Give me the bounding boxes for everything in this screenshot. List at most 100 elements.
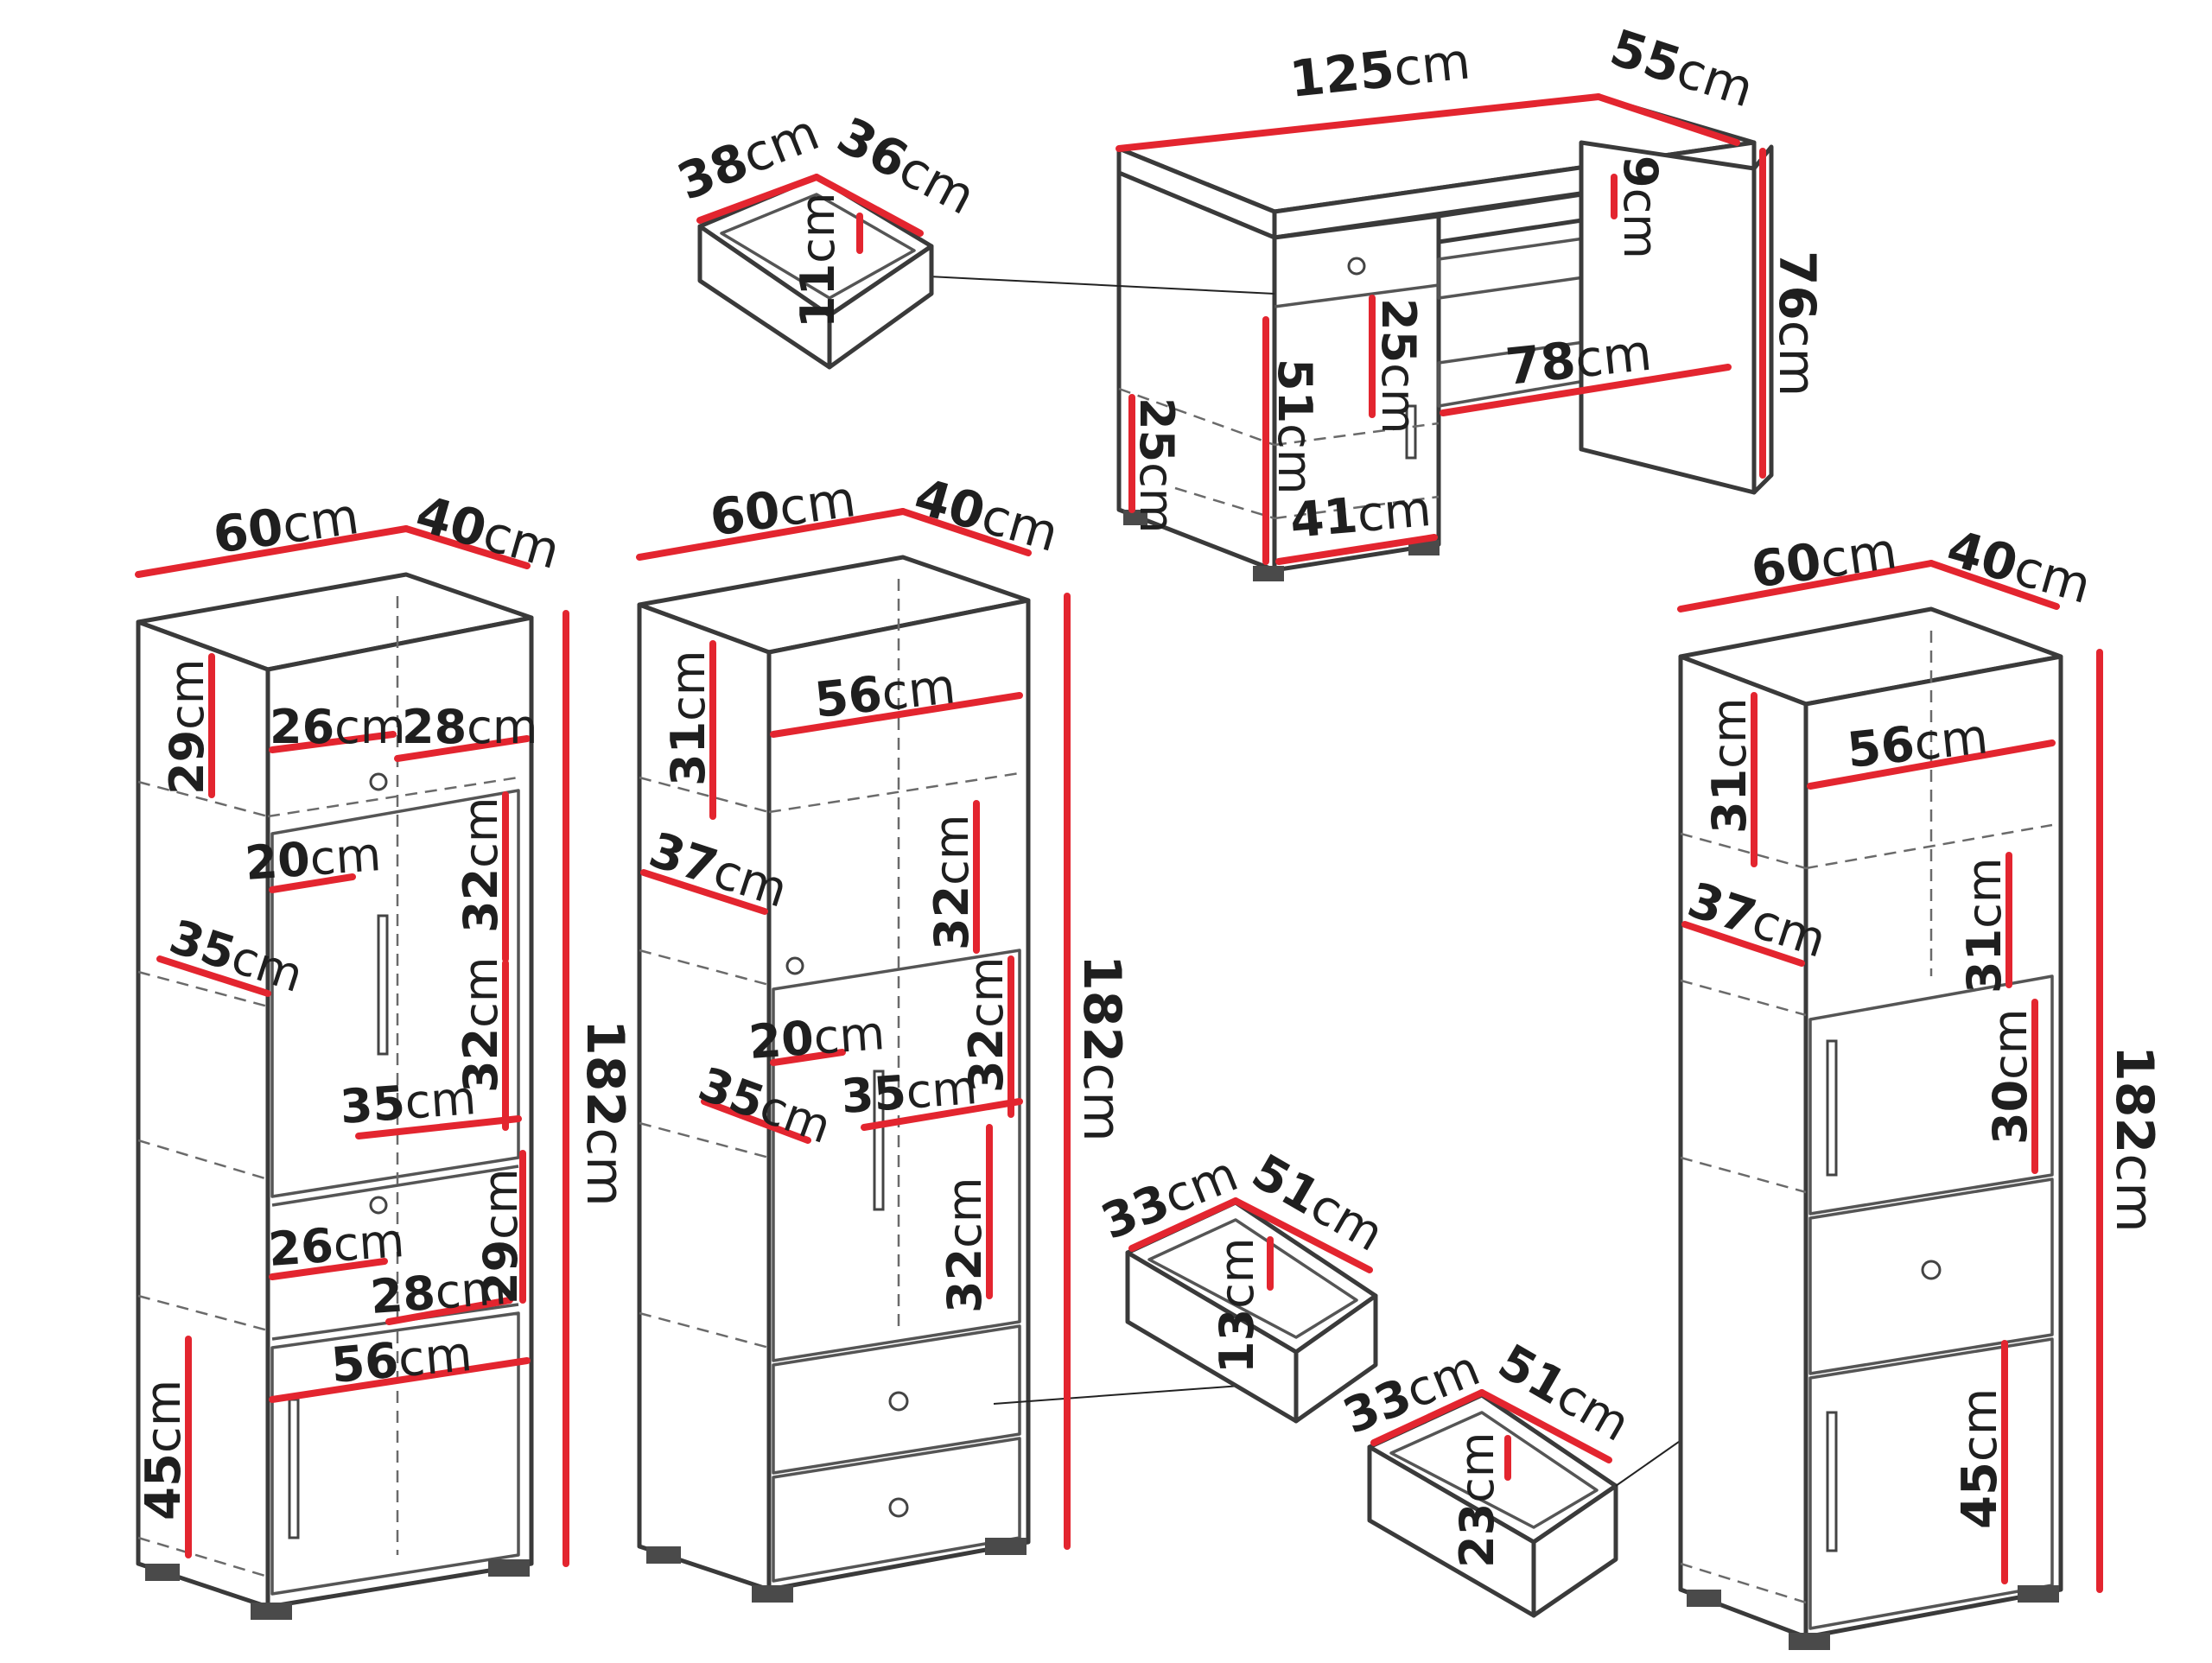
cabinet-right-foot xyxy=(2018,1585,2059,1603)
drawer-36-line xyxy=(813,174,924,237)
drawer13-front-right xyxy=(1294,1293,1378,1424)
cabinet-middle-foot xyxy=(985,1538,1027,1555)
desk-foot xyxy=(1408,540,1440,555)
cm-hidden-3 xyxy=(639,949,770,987)
cm-open-shelf-label: 32cm xyxy=(925,815,979,950)
cl-depth-label: 40cm xyxy=(410,484,566,581)
cabinet-left-front xyxy=(265,615,534,1609)
desk-knee-width-label: 78cm xyxy=(1503,323,1654,397)
cl-base-width-line xyxy=(269,1357,531,1403)
drawer23-height-label: 23cm xyxy=(1450,1432,1504,1568)
cr-hidden xyxy=(1680,832,1807,870)
cabinet-left: 60cm 40cm 182cm 29cm 26cm 28cm 32cm 32cm… xyxy=(135,484,635,1620)
cm-width-line xyxy=(636,508,906,561)
desk-pedestal-width-line xyxy=(1275,534,1438,565)
cr-hidden-5 xyxy=(1680,1562,1807,1604)
cm-inner-depth-right-line xyxy=(861,1098,1023,1131)
drawer23-front-right xyxy=(1531,1483,1618,1618)
cabinet-left-glass-door xyxy=(270,789,520,1198)
cabinet-middle-foot xyxy=(752,1585,793,1603)
cr-height-label: 182cm xyxy=(2104,1045,2164,1233)
cl-inner-depth2-label: 35cm xyxy=(339,1070,478,1134)
cl-width-label: 60cm xyxy=(209,486,362,565)
drawer13-depth-line xyxy=(1232,1197,1373,1273)
cr-door-upper-label: 31cm xyxy=(1957,858,2012,993)
cm-inner-width-line xyxy=(770,692,1023,738)
cl-inner-shelf-line xyxy=(269,873,356,893)
cm-hidden xyxy=(639,776,770,814)
cl-top-open-label: 29cm xyxy=(160,659,214,795)
cl-glass-left-label: 26cm xyxy=(270,700,405,754)
cl-glass-right-line xyxy=(394,735,531,762)
cm-display-label: 32cm xyxy=(959,957,1014,1093)
cr-top-open-label: 31cm xyxy=(1702,698,1757,834)
cl-inner-depth-label: 35cm xyxy=(163,909,309,1003)
cm-height-label: 182cm xyxy=(1071,955,1132,1142)
cabinet-left-foot xyxy=(145,1564,180,1581)
cl-base-door-label: 45cm xyxy=(136,1380,192,1520)
drawer-11-label: 11cm xyxy=(791,193,845,328)
cl-glass-right-label: 28cm xyxy=(402,700,537,754)
cl-inner-depth2-line xyxy=(355,1115,522,1139)
drawer13-inner xyxy=(1147,1218,1358,1339)
cabinet-middle-drawer-knob-2 xyxy=(888,1497,909,1518)
desk-lower-shelf-label: 25cm xyxy=(1129,397,1184,533)
cabinet-right-front xyxy=(1803,654,2063,1640)
desk-drawer-leader xyxy=(928,276,1275,295)
cabinet-middle-glass-door xyxy=(772,949,1021,1362)
cabinet-left-hidden-6 xyxy=(137,1536,269,1578)
cabinet-middle-drawer-knob xyxy=(888,1391,909,1412)
cabinet-middle-knob xyxy=(785,956,804,975)
drawer-38-line xyxy=(696,174,820,224)
cm-inner-width-label: 56cm xyxy=(812,658,958,729)
drawer13-height-label: 13cm xyxy=(1210,1238,1264,1374)
cabinet-right-drawer xyxy=(1808,1177,2054,1375)
cm-lower-display-label: 32cm xyxy=(938,1177,992,1313)
cabinet-left-shelf xyxy=(271,1165,519,1207)
cl-lower-right-line xyxy=(385,1297,513,1325)
cabinet-left-hidden-4 xyxy=(137,1139,269,1181)
drawer23-width-line xyxy=(1370,1389,1485,1446)
drawer23-inner xyxy=(1389,1411,1599,1529)
desk-height-label: 76cm xyxy=(1768,251,1827,397)
cabinet-right-foot xyxy=(1687,1590,1721,1607)
cm-width-label: 60cm xyxy=(706,469,859,548)
cm-shelf-depth-line xyxy=(640,869,768,915)
cl-display-lower-label: 32cm xyxy=(454,957,508,1093)
cabinet-right: 60cm 40cm 182cm 31cm 56cm 37cm 31cm 30cm… xyxy=(1677,518,2164,1650)
desk-drawer-knob xyxy=(1347,257,1366,276)
cabinet-middle-foot xyxy=(646,1546,681,1564)
cabinet-middle-front xyxy=(766,598,1031,1592)
cabinet-right-drawer-knob xyxy=(1921,1260,1942,1280)
desk-hidden-shelf xyxy=(1118,387,1275,447)
cl-glass-left-line xyxy=(269,731,397,753)
cr-hidden-2 xyxy=(1805,823,2053,870)
cm-inner-depth-right-label: 35cm xyxy=(840,1060,979,1124)
drawer-front-right xyxy=(827,244,934,370)
cm-hidden-5 xyxy=(639,1311,770,1349)
desk-drawer-line xyxy=(1274,283,1440,308)
drawer23-depth-line xyxy=(1478,1389,1612,1463)
cabinet-left-door-handle xyxy=(377,914,389,1056)
cabinet-middle-drawer-1 xyxy=(772,1324,1021,1475)
cr-door-lower-label: 30cm xyxy=(1983,1009,2037,1145)
drawer-13-detail: 33cm 51cm 13cm xyxy=(1094,1144,1393,1424)
desk-door-handle xyxy=(1405,404,1417,460)
cr-shelf-depth-label: 37cm xyxy=(1681,872,1833,968)
cr-inner-width-line xyxy=(1807,739,2056,790)
cr-shelf-depth-line xyxy=(1681,921,1805,967)
cabinet-left-knob xyxy=(369,772,388,791)
cl-height-label: 182cm xyxy=(575,1019,635,1207)
cm-inner-shelf-line xyxy=(770,1049,846,1066)
cabinet-middle: 60cm 40cm 182cm 31cm 56cm 37cm 32cm 32cm… xyxy=(636,467,1288,1603)
cabinet-right-base-handle xyxy=(1826,1411,1838,1552)
cr-hidden-4 xyxy=(1680,1156,1807,1194)
cabinet-left-hidden xyxy=(137,780,269,818)
cr-base-door-label: 45cm xyxy=(1952,1388,2008,1529)
desk-pedestal-width-label: 41cm xyxy=(1288,481,1433,549)
cabinet-right-door-handle xyxy=(1826,1039,1838,1177)
desk: 125cm 55cm 76cm 78cm 9cm 25cm 51cm 41cm … xyxy=(928,18,1827,581)
desk-back-panel xyxy=(1437,236,1592,300)
desk-knee-width-line xyxy=(1440,364,1732,416)
